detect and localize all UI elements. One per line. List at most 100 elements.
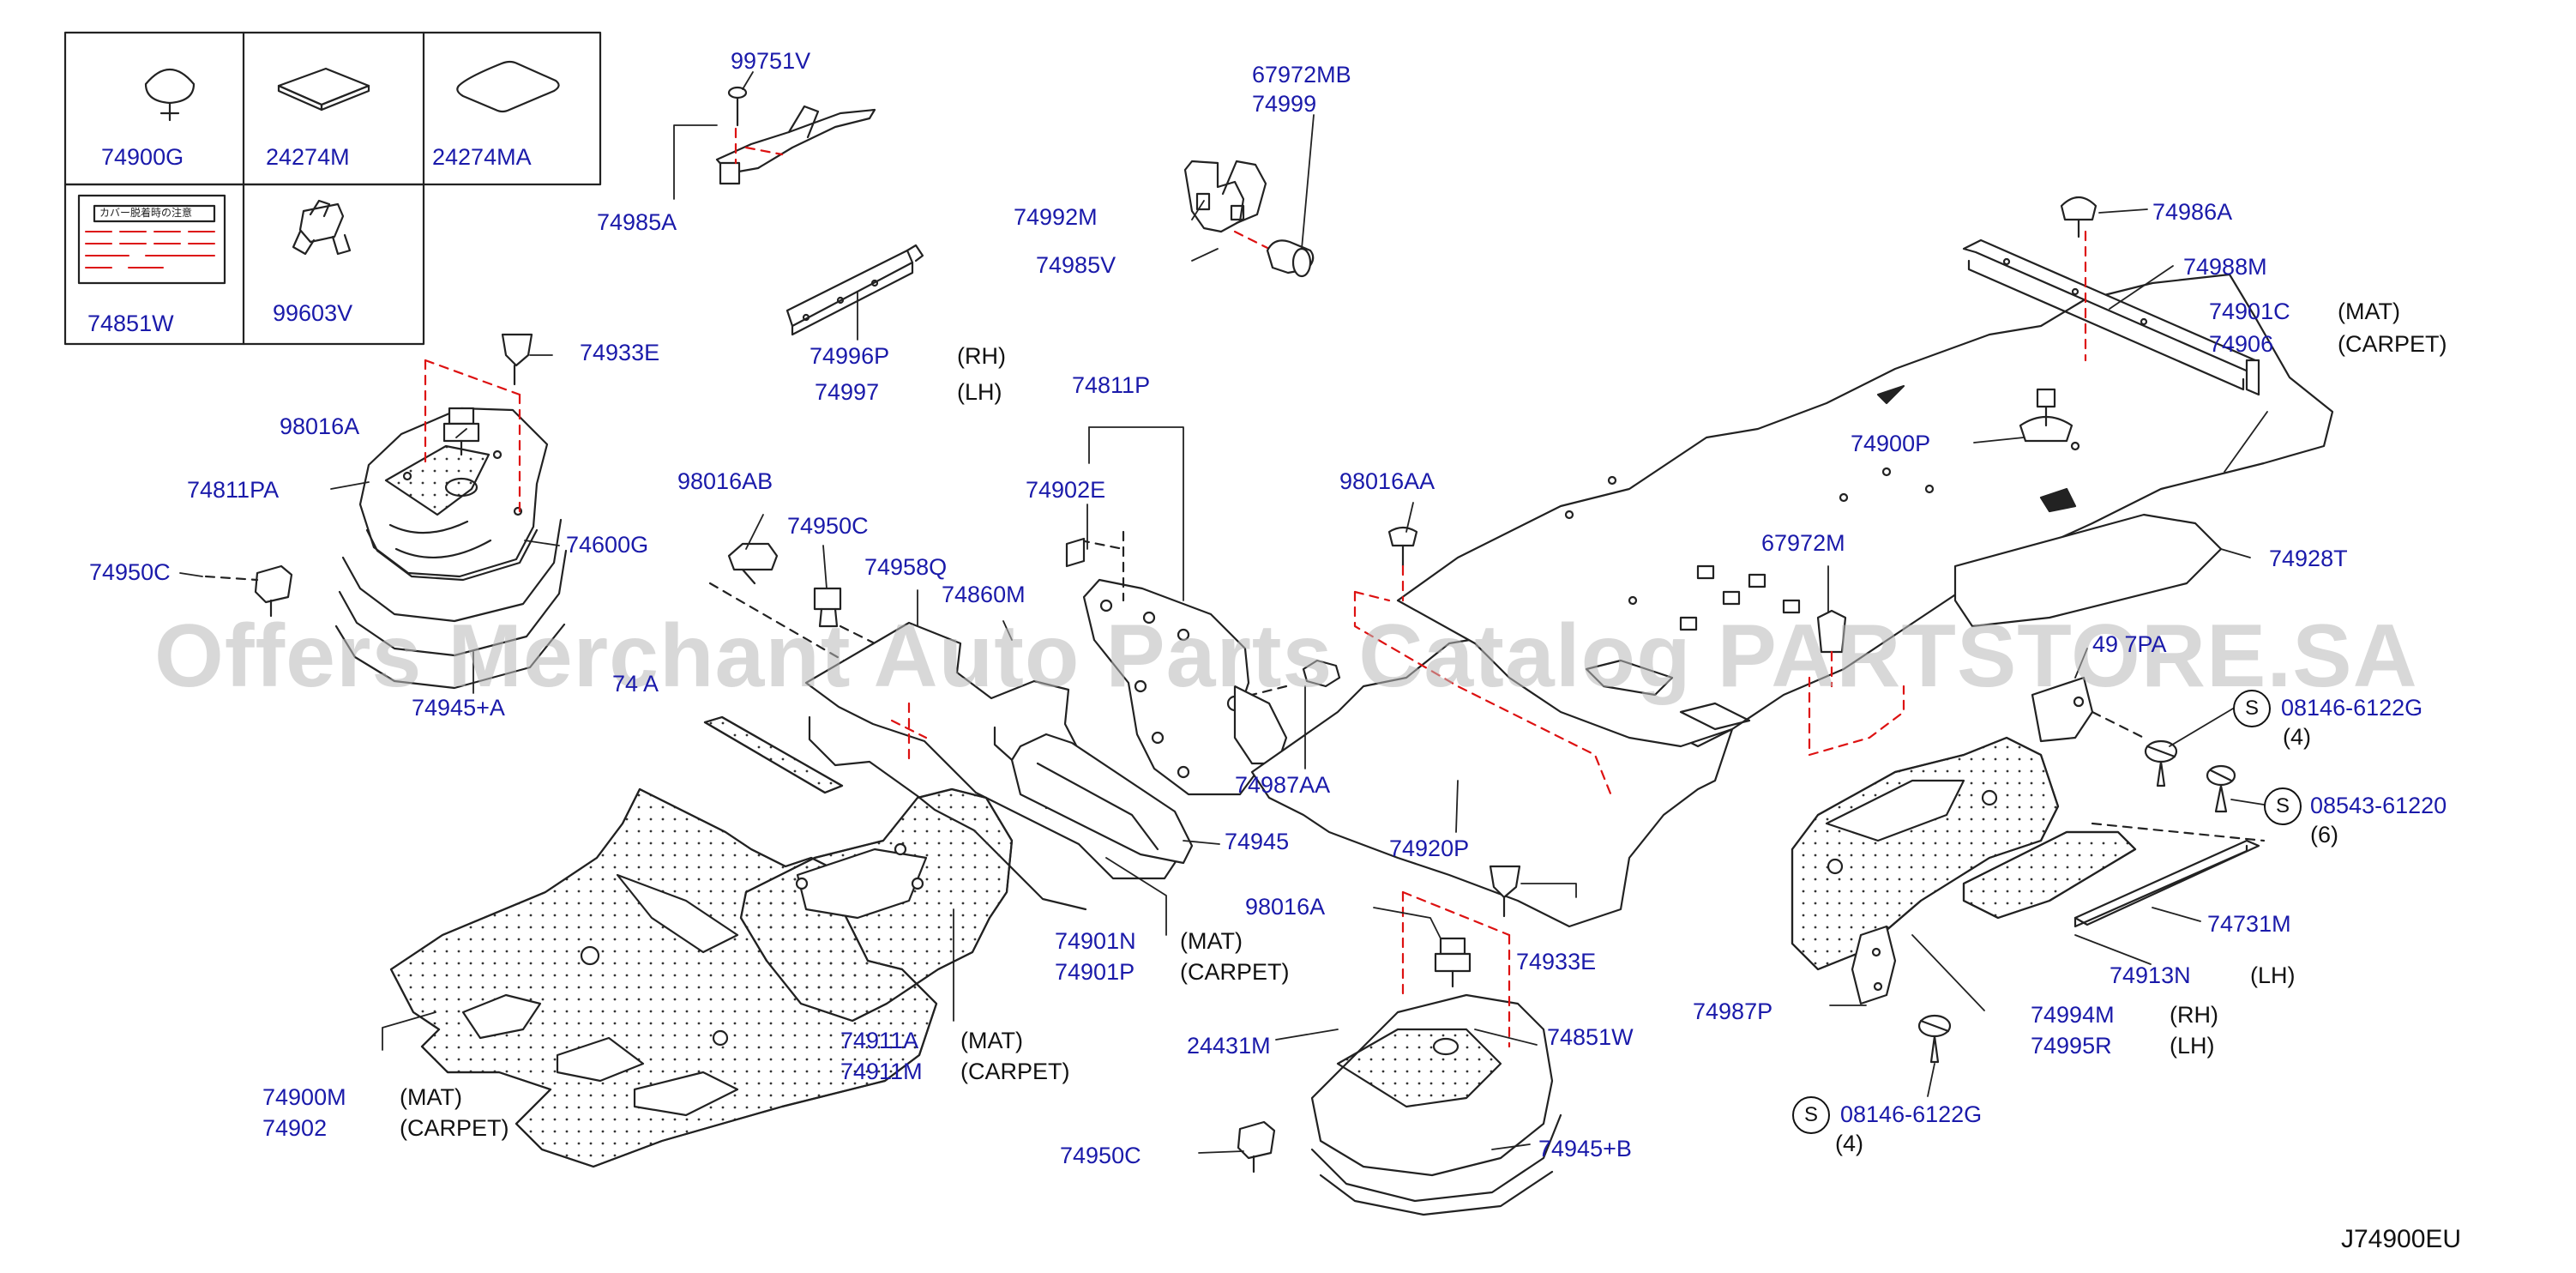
square-patch-icon <box>277 67 370 112</box>
dashed-guide-74945b <box>1401 890 1511 1048</box>
bracket-74992m-illustration <box>1183 160 1315 278</box>
qualifier-74901n: (MAT) <box>1180 928 1243 954</box>
label-74901p: 74901P <box>1055 959 1135 985</box>
clip-74950c-b-illustration <box>813 587 842 628</box>
sill-trim-74988m-illustration <box>1962 238 2260 396</box>
qualifier-74997: (LH) <box>957 379 1002 405</box>
legend-label-74900g: 74900G <box>101 144 184 170</box>
label-74933e-a: 74933E <box>580 340 660 365</box>
bracket-74945-illustration <box>1010 733 1194 865</box>
label-74985v: 74985V <box>1036 252 1116 278</box>
label-08146-b: 08146-6122G <box>1840 1101 1983 1127</box>
screw-08146-a-illustration <box>2144 739 2178 787</box>
clip-74950c-a-illustration <box>204 564 293 618</box>
qualifier-74901c: (MAT) <box>2338 299 2400 324</box>
label-74901n: 74901N <box>1055 928 1136 954</box>
trim-74731m-illustration <box>2073 822 2266 928</box>
label-74933e-b: 74933E <box>1516 949 1597 974</box>
qualifier-08146-a: (4) <box>2283 724 2311 750</box>
label-98016a-b: 98016A <box>1245 894 1326 920</box>
clip-98016a-b-illustration <box>1434 937 1472 988</box>
label-74999: 74999 <box>1252 91 1317 117</box>
label-67972m: 67972M <box>1761 530 1845 556</box>
clip-67972m-illustration <box>1816 609 1847 688</box>
label-74997: 74997 <box>815 379 880 405</box>
rear-carpet-74911a-illustration <box>739 787 1014 1023</box>
screw-08543-illustration <box>2206 764 2236 813</box>
label-74987aa: 74987AA <box>1235 772 1331 798</box>
rounded-patch-icon <box>456 60 560 113</box>
label-74958q: 74958Q <box>864 554 948 580</box>
legend-label-24274m: 24274M <box>266 144 350 170</box>
bracket-4997pa-illustration <box>2031 676 2146 743</box>
qualifier-74906: (CARPET) <box>2338 331 2447 357</box>
qualifier-74994m: (RH) <box>2170 1002 2218 1028</box>
label-74600g: 74600G <box>566 532 649 558</box>
clip-74987aa-illustration <box>1250 659 1341 697</box>
label-74900p: 74900P <box>1851 431 1931 456</box>
qualifier-08146-b: (4) <box>1835 1131 1863 1156</box>
leader-lines <box>179 71 2268 1154</box>
label-74851w: 74851W <box>1547 1024 1634 1050</box>
caution-label-icon <box>77 194 226 285</box>
console-cover-74811pa-illustration <box>334 407 568 690</box>
screw-08146-b-illustration <box>1917 1014 1952 1064</box>
plate-74913n-illustration <box>1962 830 2137 920</box>
screw-symbol-c: S <box>1792 1096 1830 1134</box>
label-74811pa: 74811PA <box>187 477 280 503</box>
qualifier-74913n: (LH) <box>2250 962 2296 988</box>
legend-label-99603v: 99603V <box>273 300 353 326</box>
screw-symbol-a: S <box>2233 690 2271 727</box>
label-74920p: 74920P <box>1389 836 1470 861</box>
side-panel-74928t-illustration <box>1953 513 2223 628</box>
label-74950c-a: 74950C <box>89 559 171 585</box>
qualifier-74996p: (RH) <box>957 343 1006 369</box>
label-74900m: 74900M <box>262 1084 346 1110</box>
label-74950c-b: 74950C <box>787 513 869 539</box>
label-74902e: 74902E <box>1026 477 1106 503</box>
label-74913n: 74913N <box>2110 962 2191 988</box>
legend-label-24274ma: 24274MA <box>432 144 532 170</box>
label-74901c: 74901C <box>2209 299 2290 324</box>
label-4997pa-partial: 49 7PA <box>2092 631 2167 657</box>
label-74988m: 74988M <box>2183 254 2267 280</box>
label-67972mb: 67972MB <box>1252 62 1351 87</box>
qualifier-74900m: (MAT) <box>400 1084 462 1110</box>
screw-symbol-b: S <box>2264 787 2302 825</box>
fastener-99751v-illustration <box>715 86 876 185</box>
label-74902: 74902 <box>262 1115 328 1141</box>
watermark: Offers Merchant Auto Parts Catalog PARTS… <box>154 606 2418 706</box>
label-08146-a: 08146-6122G <box>2281 695 2423 721</box>
qualifier-74901p: (CARPET) <box>1180 959 1290 985</box>
label-74911a: 74911A <box>840 1028 919 1053</box>
label-99751v: 99751V <box>731 48 811 74</box>
label-74992m: 74992M <box>1014 204 1098 230</box>
label-98016a-a: 98016A <box>280 413 360 439</box>
label-74995r: 74995R <box>2031 1033 2112 1059</box>
label-98016ab: 98016AB <box>677 468 773 494</box>
label-08543: 08543-61220 <box>2310 793 2447 818</box>
push-clip-icon <box>144 69 196 122</box>
qualifier-74911a: (MAT) <box>960 1028 1023 1053</box>
bracket-74987p-illustration <box>1851 925 1897 1005</box>
strip-illustration <box>703 715 844 794</box>
dashed-guide-74811pa <box>424 359 521 516</box>
diagram-code: J74900EU <box>2341 1225 2462 1253</box>
label-74945a: 74945+A <box>412 695 505 721</box>
clip-98016ab-illustration <box>727 542 779 585</box>
label-74811p: 74811P <box>1072 372 1151 398</box>
label-74945b: 74945+B <box>1538 1136 1632 1161</box>
clip-98016aa-illustration <box>1353 526 1614 799</box>
console-cover-74945b-illustration <box>1310 993 1562 1216</box>
label-74945: 74945 <box>1225 829 1290 854</box>
legend-label-74851w: 74851W <box>87 311 174 336</box>
sill-plate-74996p-illustration <box>785 244 924 336</box>
clip-74950c-c-illustration <box>1237 1120 1276 1173</box>
label-74906: 74906 <box>2209 331 2274 357</box>
caution-label-text: カバー脱着時の注意 <box>99 207 193 219</box>
bracket-74994m-illustration <box>1791 676 2060 971</box>
qualifier-74995r: (LH) <box>2170 1033 2215 1059</box>
rear-floor-74901c-illustration <box>1396 273 2334 748</box>
